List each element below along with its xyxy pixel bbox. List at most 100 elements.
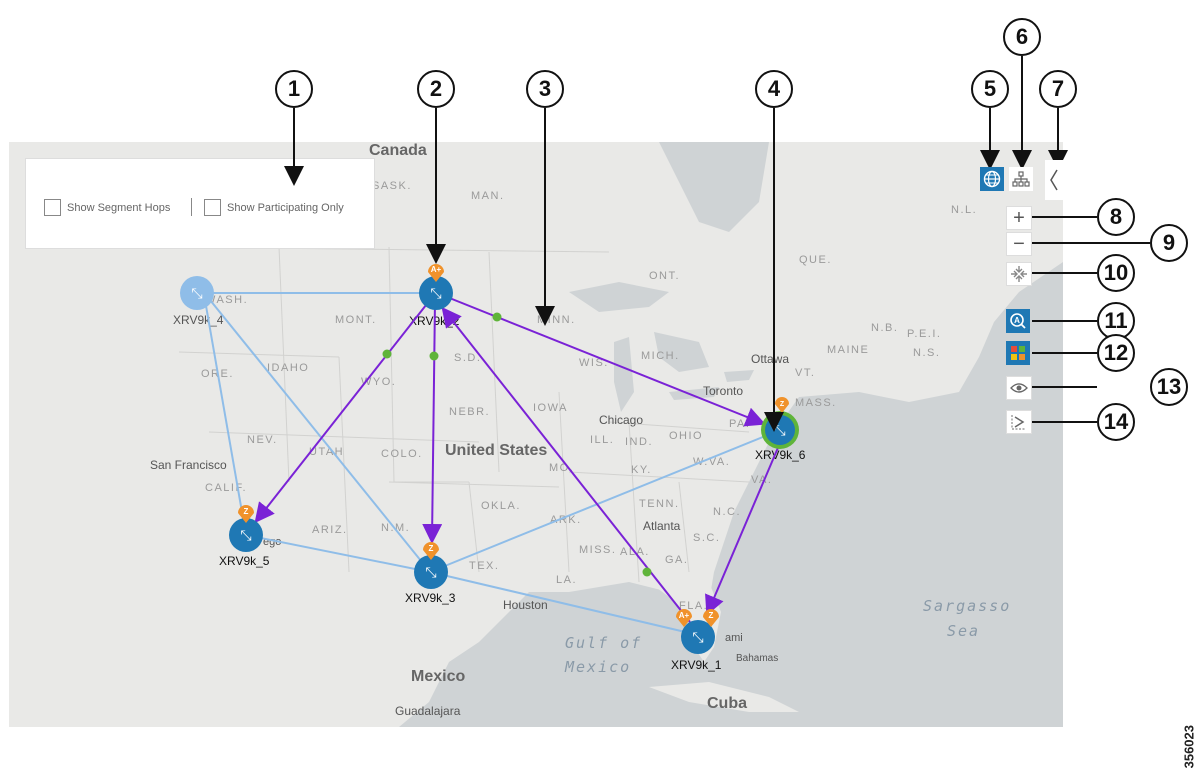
node-label-xrv9k-3: XRV9k_3 [405,591,456,605]
show-segment-hops-label: Show Segment Hops [67,201,171,214]
callout-5: 5 [971,70,1009,108]
show-participating-only-label: Show Participating Only [227,201,344,214]
path-2-5[interactable] [254,299,431,524]
find-icon: A [1010,313,1026,329]
label-mass: MASS. [795,397,837,409]
router-node-xrv9k-5[interactable]: ⤡ [229,518,263,552]
callout-6: 6 [1003,18,1041,56]
label-ky: KY. [631,464,652,476]
label-fla: FLA. [679,600,709,612]
checkbox-box[interactable] [44,199,61,216]
find-button[interactable]: A [1006,309,1030,333]
label-colo: COLO. [381,448,423,460]
svg-text:⤡: ⤡ [774,423,785,439]
label-sargasso-2: Sea [947,622,981,640]
marker-text: Z [709,611,714,620]
link-midpoint[interactable] [492,312,502,322]
callout-4: 4 [755,70,793,108]
router-node-xrv9k-2[interactable]: ⤡ [419,276,453,310]
link-midpoint[interactable] [382,349,392,359]
marker-z-xrv9k-5: Z [238,505,254,523]
router-node-xrv9k-1[interactable]: ⤡ [681,620,715,654]
link-midpoint[interactable] [642,567,652,577]
label-ind: IND. [625,436,653,448]
layers-icon [1011,346,1025,360]
callout-8: 8 [1097,198,1135,236]
label-ark: ARK. [550,514,582,526]
callout-3: 3 [526,70,564,108]
links [197,292,781,636]
show-segment-hops-checkbox[interactable]: Show Segment Hops [44,199,170,216]
topology-overlay: ⤡ ⤡ ⤡ ⤡ ⤡ ⤡ A+ Z Z Z A+ Z [180,56,1150,654]
link-4-3[interactable] [209,299,431,573]
label-nb: N.B. [871,322,899,334]
zoom-in-button[interactable]: + [1006,206,1032,230]
collapse-panel-button[interactable] [1045,160,1063,200]
label-sask: SASK. [372,180,412,192]
label-tex: TEX. [469,560,500,572]
callout-9: 9 [1150,224,1188,262]
path-6-1[interactable] [705,442,781,616]
router-node-xrv9k-6[interactable]: ⤡ [761,411,799,449]
label-maine: MAINE [827,344,870,356]
path-options-button[interactable] [1006,410,1032,434]
globe-icon [983,170,1001,188]
path-2-6[interactable] [436,292,766,427]
callout-12: 12 [1097,334,1135,372]
router-node-xrv9k-3[interactable]: ⤡ [414,555,448,589]
label-san-francisco: San Francisco [150,458,227,472]
path-1-2[interactable] [441,306,691,623]
label-gulf: Gulf of [565,634,643,652]
marker-a-plus-xrv9k-1: A+ [676,609,692,627]
marker-z-xrv9k-3: Z [423,542,439,560]
show-participating-only-checkbox[interactable]: Show Participating Only [204,199,344,216]
link-3-6[interactable] [429,429,781,573]
label-wis: WIS. [579,357,609,369]
path-icon [1011,415,1026,430]
layers-button[interactable] [1006,341,1030,365]
callout-14: 14 [1097,403,1135,441]
checkbox-box[interactable] [204,199,221,216]
callout-10: 10 [1097,254,1135,292]
link-3-1[interactable] [429,571,699,636]
topology-icon [1012,171,1030,187]
label-wva: W.VA. [693,456,731,468]
label-wyo: WYO. [361,376,397,388]
zoom-out-button[interactable]: − [1006,232,1032,256]
label-guadalajara: Guadalajara [395,704,461,718]
path-2-3[interactable] [422,299,443,544]
label-chicago: Chicago [599,413,644,427]
fit-to-screen-icon [1011,266,1027,282]
label-pei: P.E.I. [907,328,942,340]
label-ill: ILL. [590,434,615,446]
label-canada: Canada [369,142,427,159]
fit-to-screen-button[interactable] [1006,262,1032,286]
link-5-3[interactable] [245,534,431,573]
label-toronto: Toronto [703,384,744,398]
marker-text: Z [780,401,785,408]
geographical-view-button[interactable] [980,167,1004,191]
label-atlanta: Atlanta [643,519,681,533]
node-label-xrv9k-1: XRV9k_1 [671,658,722,672]
label-ore: ORE. [201,368,234,380]
filter-panel: Show Segment Hops Show Participating Onl… [25,158,375,249]
map-view[interactable]: Canada United States Mexico Cuba Gulf of… [9,142,1063,727]
label-sargasso: Sargasso [923,597,1012,615]
label-ariz: ARIZ. [312,524,348,536]
label-united-states: United States [445,442,548,459]
router-node-xrv9k-4[interactable]: ⤡ [180,276,214,310]
label-sd: S.D. [454,352,482,364]
label-mexico: Mexico [411,668,466,685]
view-options-button[interactable] [1006,376,1032,400]
logical-view-button[interactable] [1009,167,1033,191]
node-label-xrv9k-5: XRV9k_5 [219,554,270,568]
link-4-5[interactable] [204,299,247,536]
label-que: QUE. [799,254,832,266]
node-label-xrv9k-4: XRV9k_4 [173,313,224,327]
label-ohio: OHIO [669,430,704,442]
link-midpoint[interactable] [429,351,439,361]
marker-text: A+ [679,611,690,620]
label-nl: N.L. [951,204,978,216]
label-ga: GA. [665,554,689,566]
callout-1: 1 [275,70,313,108]
